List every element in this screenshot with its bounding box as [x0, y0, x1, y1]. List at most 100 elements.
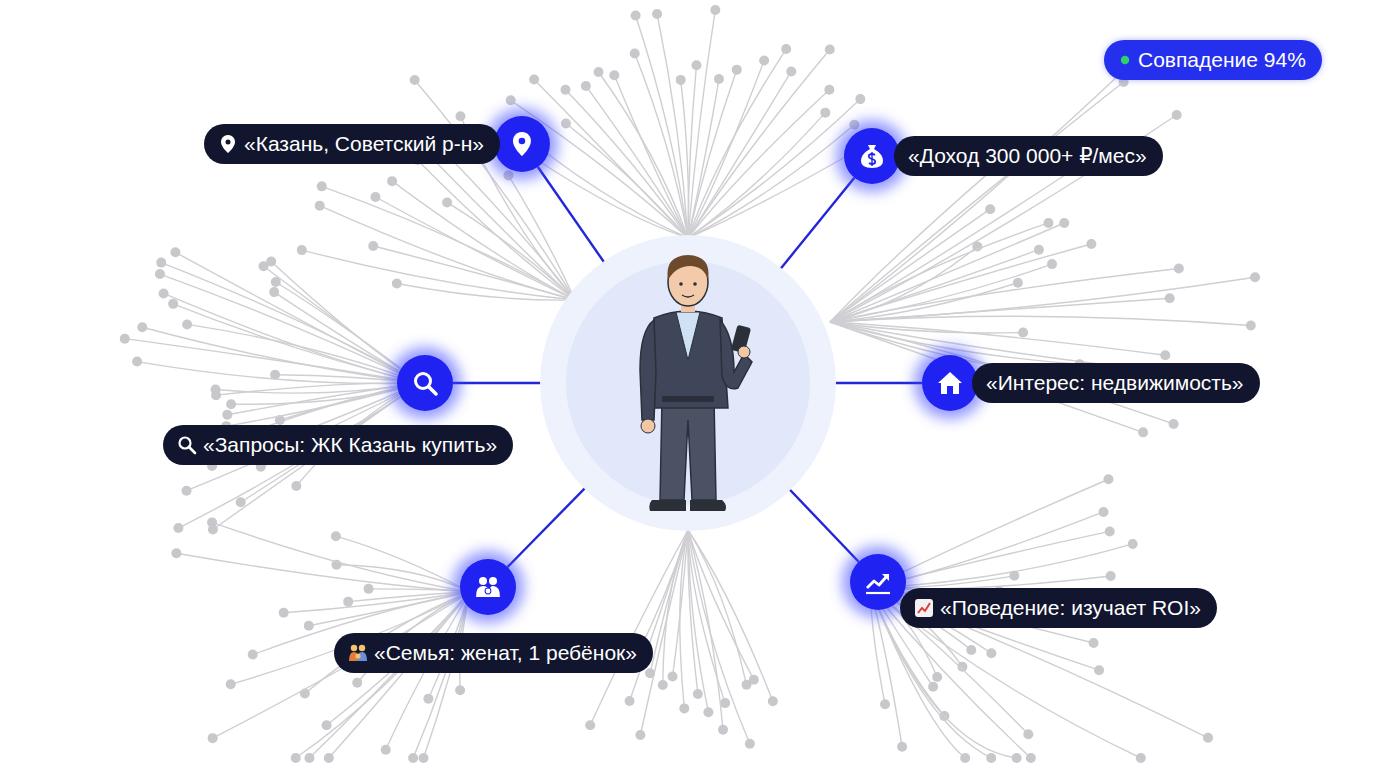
- branch-dot: [1136, 753, 1146, 763]
- branch-line: [433, 159, 575, 300]
- spoke-line: [538, 167, 614, 276]
- branch-dot: [720, 698, 730, 708]
- branch-dot: [825, 44, 835, 54]
- inline-icon: [914, 598, 934, 618]
- branch-line: [415, 80, 575, 300]
- attribute-pill: «Казань, Советский р-н»: [204, 124, 500, 164]
- branch-line: [534, 80, 688, 238]
- branch-line: [688, 90, 829, 238]
- branch-dot: [985, 204, 995, 214]
- branch-dot: [211, 385, 221, 395]
- branch-dot: [1172, 110, 1182, 120]
- branch-line: [508, 175, 575, 300]
- branch-dot: [693, 689, 703, 699]
- branch-dot: [1103, 474, 1113, 484]
- branch-dot: [408, 753, 418, 763]
- branch-line: [830, 223, 1064, 322]
- attribute-text: «Запросы: ЖК Казань купить»: [203, 432, 497, 458]
- branch-line: [688, 65, 696, 238]
- branch-dot: [1098, 507, 1108, 517]
- belt: [662, 396, 714, 402]
- branch-line: [566, 124, 688, 238]
- branch-dot: [676, 75, 686, 85]
- branch-dot: [269, 287, 279, 297]
- spoke-line: [770, 178, 855, 282]
- branch-line: [830, 264, 1052, 322]
- branch-dot: [880, 699, 890, 709]
- icon-circle: [389, 347, 461, 419]
- branch-line: [688, 530, 750, 744]
- branch-dot: [742, 680, 752, 690]
- branch-dot: [1203, 733, 1213, 743]
- branch-dot: [364, 584, 374, 594]
- branch-line: [688, 530, 747, 685]
- branch-dot: [630, 48, 640, 58]
- branch-dot: [1043, 218, 1053, 228]
- attribute-text: «Семья: женат, 1 ребёнок»: [374, 640, 637, 666]
- branch-line: [413, 592, 470, 758]
- branch-line: [176, 553, 470, 592]
- branch-line: [830, 244, 1091, 322]
- branch-line: [830, 72, 1123, 322]
- attribute-pill: «Доход 300 000+ ₽/мес»: [894, 136, 1163, 176]
- branch-dot: [928, 682, 938, 692]
- inline-icon: [218, 134, 238, 154]
- hair: [667, 255, 708, 280]
- attribute-text: «Казань, Советский р-н»: [244, 131, 484, 157]
- eye: [679, 282, 683, 286]
- branch-line: [688, 113, 825, 238]
- branch-dot: [304, 621, 314, 631]
- spoke-line: [508, 476, 597, 567]
- branch-dot: [170, 247, 180, 257]
- branch-dot: [585, 720, 595, 730]
- branch-dot: [1013, 278, 1023, 288]
- branch-dot: [291, 753, 301, 763]
- branch-dot: [297, 245, 307, 255]
- branch-dot: [897, 742, 907, 752]
- branch-line: [830, 316, 1251, 325]
- branch-line: [175, 252, 420, 383]
- branch-dot: [410, 75, 420, 85]
- branch-dot: [1169, 419, 1179, 429]
- branch-line: [590, 530, 688, 725]
- branch-line: [160, 274, 420, 383]
- attribute-pill: «Семья: женат, 1 ребёнок»: [334, 633, 653, 673]
- branch-dot: [1165, 293, 1175, 303]
- outer-ring: [540, 235, 836, 531]
- branch-dot: [609, 70, 619, 80]
- branch-dot: [1250, 272, 1260, 282]
- branch-dot: [529, 75, 539, 85]
- inline-icon: [177, 435, 197, 455]
- branch-dot: [1023, 729, 1033, 739]
- branch-dot: [703, 707, 713, 717]
- branch-dot: [1018, 328, 1028, 338]
- inner-ring: [566, 261, 810, 505]
- branch-dot: [986, 753, 996, 763]
- branch-dot: [182, 319, 192, 329]
- branch-dot: [266, 257, 276, 267]
- branch-dot: [222, 410, 232, 420]
- arm: [640, 320, 656, 420]
- branch-dot: [1160, 350, 1170, 360]
- branch-line: [657, 14, 688, 238]
- jacket: [648, 311, 728, 408]
- branch-dot: [732, 65, 742, 75]
- branch-dot: [387, 176, 397, 186]
- branch-line: [164, 293, 420, 383]
- branch-dot: [455, 111, 465, 121]
- branch-dot: [631, 10, 641, 20]
- branch-dot: [392, 278, 402, 288]
- branch-dot: [960, 753, 970, 763]
- branch-line: [212, 522, 470, 592]
- eye: [693, 282, 697, 286]
- branch-dot: [506, 95, 516, 105]
- branch-line: [284, 592, 470, 613]
- icon-circle: [452, 551, 524, 623]
- attribute-pill: «Запросы: ЖК Казань купить»: [163, 425, 513, 465]
- branch-dot: [423, 694, 433, 704]
- branch-dot: [155, 269, 165, 279]
- branch-line: [681, 80, 689, 238]
- trousers: [660, 398, 716, 500]
- branch-line: [650, 530, 688, 673]
- branch-dot: [168, 299, 178, 309]
